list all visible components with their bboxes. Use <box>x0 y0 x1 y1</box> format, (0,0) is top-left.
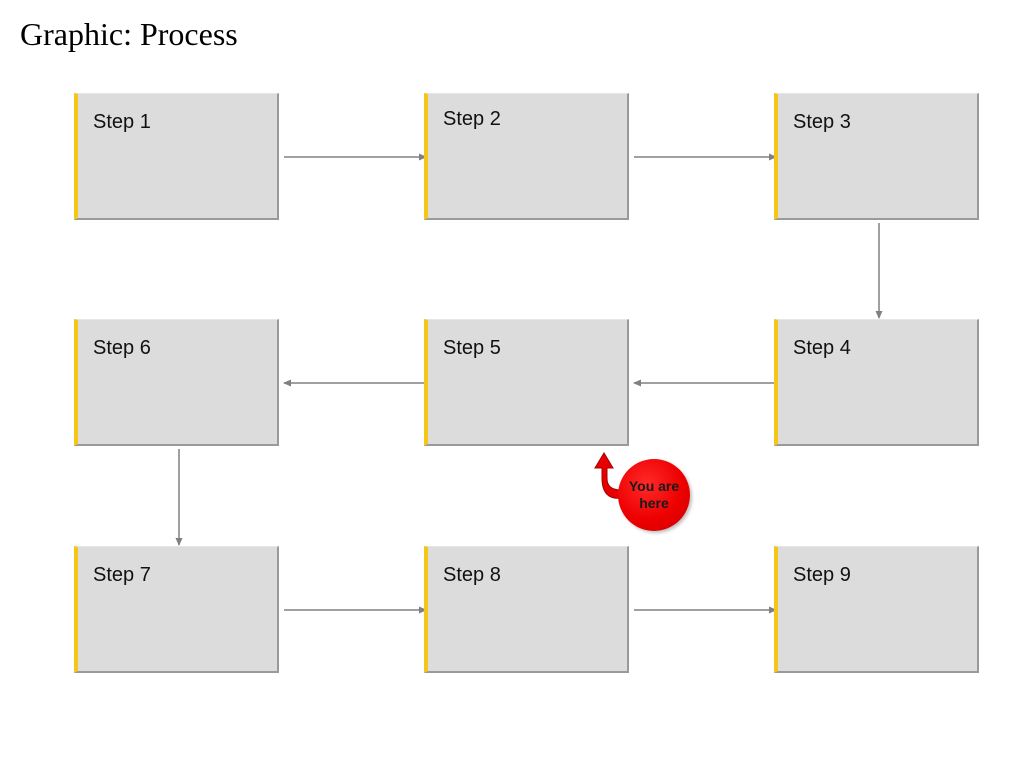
step-label: Step 3 <box>793 111 851 133</box>
step-box-9: Step 9 <box>774 546 979 673</box>
step-box-2: Step 2 <box>424 93 629 220</box>
step-label: Step 1 <box>93 111 151 133</box>
step-label: Step 2 <box>443 108 501 130</box>
step-label: Step 7 <box>93 564 151 586</box>
step-label: Step 4 <box>793 337 851 359</box>
you-are-here-badge: You are here <box>618 459 690 531</box>
step-label: Step 8 <box>443 564 501 586</box>
step-box-4: Step 4 <box>774 319 979 446</box>
step-label: Step 5 <box>443 337 501 359</box>
step-box-3: Step 3 <box>774 93 979 220</box>
step-label: Step 9 <box>793 564 851 586</box>
step-box-1: Step 1 <box>74 93 279 220</box>
step-box-8: Step 8 <box>424 546 629 673</box>
step-box-5: Step 5 <box>424 319 629 446</box>
you-are-here-label: You are here <box>628 478 680 511</box>
step-label: Step 6 <box>93 337 151 359</box>
curved-arrow-icon <box>594 452 623 499</box>
step-box-7: Step 7 <box>74 546 279 673</box>
page-title: Graphic: Process <box>20 16 238 52</box>
step-box-6: Step 6 <box>74 319 279 446</box>
